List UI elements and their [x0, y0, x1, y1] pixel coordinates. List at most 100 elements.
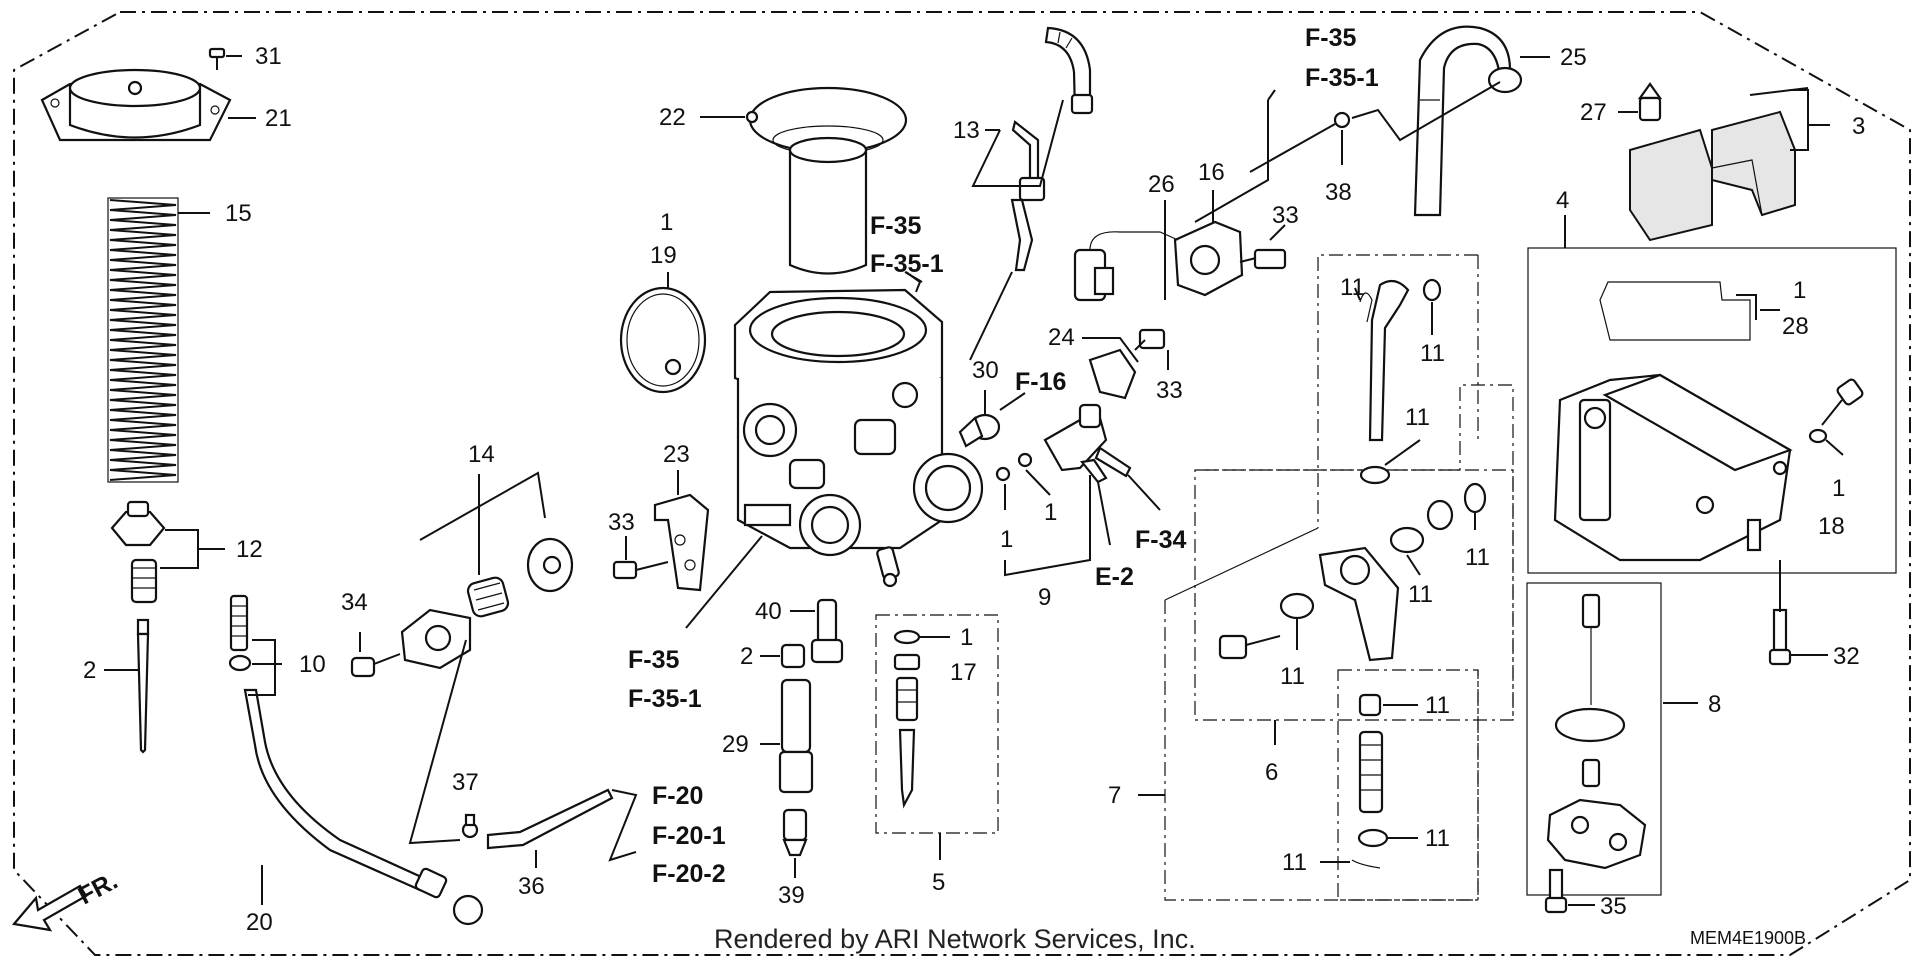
- part-label-19: 19: [650, 242, 677, 269]
- leader-line: [1384, 439, 1421, 466]
- leader-line: [1825, 439, 1844, 456]
- part-label-18: 18: [1818, 513, 1845, 540]
- part-label-2-jet: 2: [740, 643, 753, 670]
- front-direction-arrow: FR.: [11, 867, 123, 932]
- jet-part: [778, 598, 844, 857]
- leader-line: [1406, 554, 1421, 576]
- part-label-36: 36: [518, 873, 545, 900]
- part-label-32: 32: [1833, 643, 1860, 670]
- part-label-2: 2: [83, 657, 96, 684]
- part-label-8: 8: [1708, 691, 1721, 718]
- part-label-11-g: 11: [1425, 692, 1450, 719]
- part-label-11-f: 11: [1280, 663, 1305, 690]
- leader-line: [1004, 475, 1091, 577]
- leader-line: [419, 471, 546, 541]
- bracket-part: [653, 493, 710, 592]
- front-direction-label: FR.: [74, 867, 123, 911]
- leader-arrow: [1267, 89, 1276, 101]
- part-label-14: 14: [468, 441, 495, 468]
- linkage-parts: [1218, 278, 1487, 869]
- part-label-15: 15: [225, 200, 252, 227]
- part-label-1-ring: 1: [660, 209, 673, 236]
- jet-needle-part: [136, 618, 150, 754]
- spring-part: [107, 197, 179, 483]
- part-label-37: 37: [452, 769, 479, 796]
- ref-f35-c: F-35: [1305, 24, 1357, 52]
- part-label-39: 39: [778, 882, 805, 909]
- float-part: [1629, 87, 1809, 242]
- part-label-27: 27: [1580, 99, 1607, 126]
- part-label-12: 12: [236, 536, 263, 563]
- leader-arrow: [999, 392, 1026, 411]
- part-label-33-a: 33: [608, 509, 635, 536]
- part-label-7: 7: [1108, 782, 1121, 809]
- part-label-13: 13: [953, 117, 980, 144]
- part-label-5: 5: [932, 869, 945, 896]
- ref-e2: E-2: [1095, 563, 1134, 591]
- drain-screw-part: [1808, 378, 1864, 444]
- leader-line: [248, 639, 276, 696]
- float-valve-part: [1637, 82, 1663, 122]
- hose-part: [486, 788, 614, 850]
- accelerator-pump-part: [350, 537, 574, 678]
- part-label-33-b: 33: [1272, 202, 1299, 229]
- part-label-11-b: 11: [1420, 340, 1445, 367]
- diagram-border: [13, 11, 1911, 956]
- leader-line: [160, 529, 199, 569]
- part-label-6: 6: [1265, 759, 1278, 786]
- bracket-arm-part: [1088, 328, 1166, 400]
- clip-part: [461, 813, 479, 839]
- bolt-part: [1768, 608, 1792, 666]
- part-label-40: 40: [755, 598, 782, 625]
- leader-line: [1082, 337, 1139, 363]
- ref-f20-1: F-20-1: [652, 822, 726, 850]
- leader-line: [1194, 100, 1269, 223]
- leader-line: [1354, 287, 1361, 301]
- part-label-1-washer-b: 1: [1044, 499, 1057, 526]
- part-label-11-e: 11: [1465, 544, 1490, 571]
- screw-part: [208, 47, 226, 70]
- part-label-1-gasket: 1: [1793, 277, 1806, 304]
- leader-arrow: [904, 271, 923, 283]
- part-label-17: 17: [950, 659, 977, 686]
- leader-line: [1736, 294, 1757, 320]
- throttle-sensor-part: [1073, 220, 1287, 302]
- top-cover-part: [40, 68, 232, 142]
- part-label-26: 26: [1148, 171, 1175, 198]
- carburetor-body-part: [733, 288, 984, 588]
- part-label-11-d: 11: [1408, 581, 1433, 608]
- part-label-10: 10: [299, 651, 326, 678]
- part-label-33-c: 33: [1156, 377, 1183, 404]
- part-label-11-c: 11: [1405, 404, 1430, 431]
- vent-tube-part: [1010, 26, 1094, 272]
- leader-line: [971, 99, 1064, 187]
- part-label-1-washer-a: 1: [1000, 526, 1013, 553]
- leader-arrow: [1127, 474, 1161, 511]
- throttle-cable-part: [228, 594, 484, 926]
- leader-line: [1790, 89, 1809, 151]
- screw-part: [1544, 868, 1568, 914]
- leader-line: [1025, 469, 1051, 496]
- leader-line: [408, 639, 467, 845]
- leader-arrow: [685, 535, 763, 629]
- screw-part: [612, 560, 669, 580]
- leader-arrow: [1097, 481, 1111, 546]
- part-label-25: 25: [1560, 44, 1587, 71]
- part-label-35: 35: [1600, 893, 1627, 920]
- part-label-23: 23: [663, 441, 690, 468]
- part-label-4: 4: [1556, 187, 1569, 214]
- ref-f20-2: F-20-2: [652, 860, 726, 888]
- o-ring-part: [619, 286, 707, 394]
- clip-part: [1333, 111, 1351, 129]
- part-label-24: 24: [1048, 324, 1075, 351]
- leader-line: [1249, 123, 1336, 173]
- part-label-11-a: 11: [1340, 274, 1365, 301]
- leader-line: [1269, 224, 1286, 241]
- ref-f16: F-16: [1015, 368, 1066, 396]
- ref-f20: F-20: [652, 782, 703, 810]
- vacuum-diaphragm-part: [745, 86, 908, 275]
- ref-f35-1-b: F-35-1: [628, 685, 702, 713]
- part-label-29: 29: [722, 731, 749, 758]
- accel-pump-group: [1526, 582, 1662, 896]
